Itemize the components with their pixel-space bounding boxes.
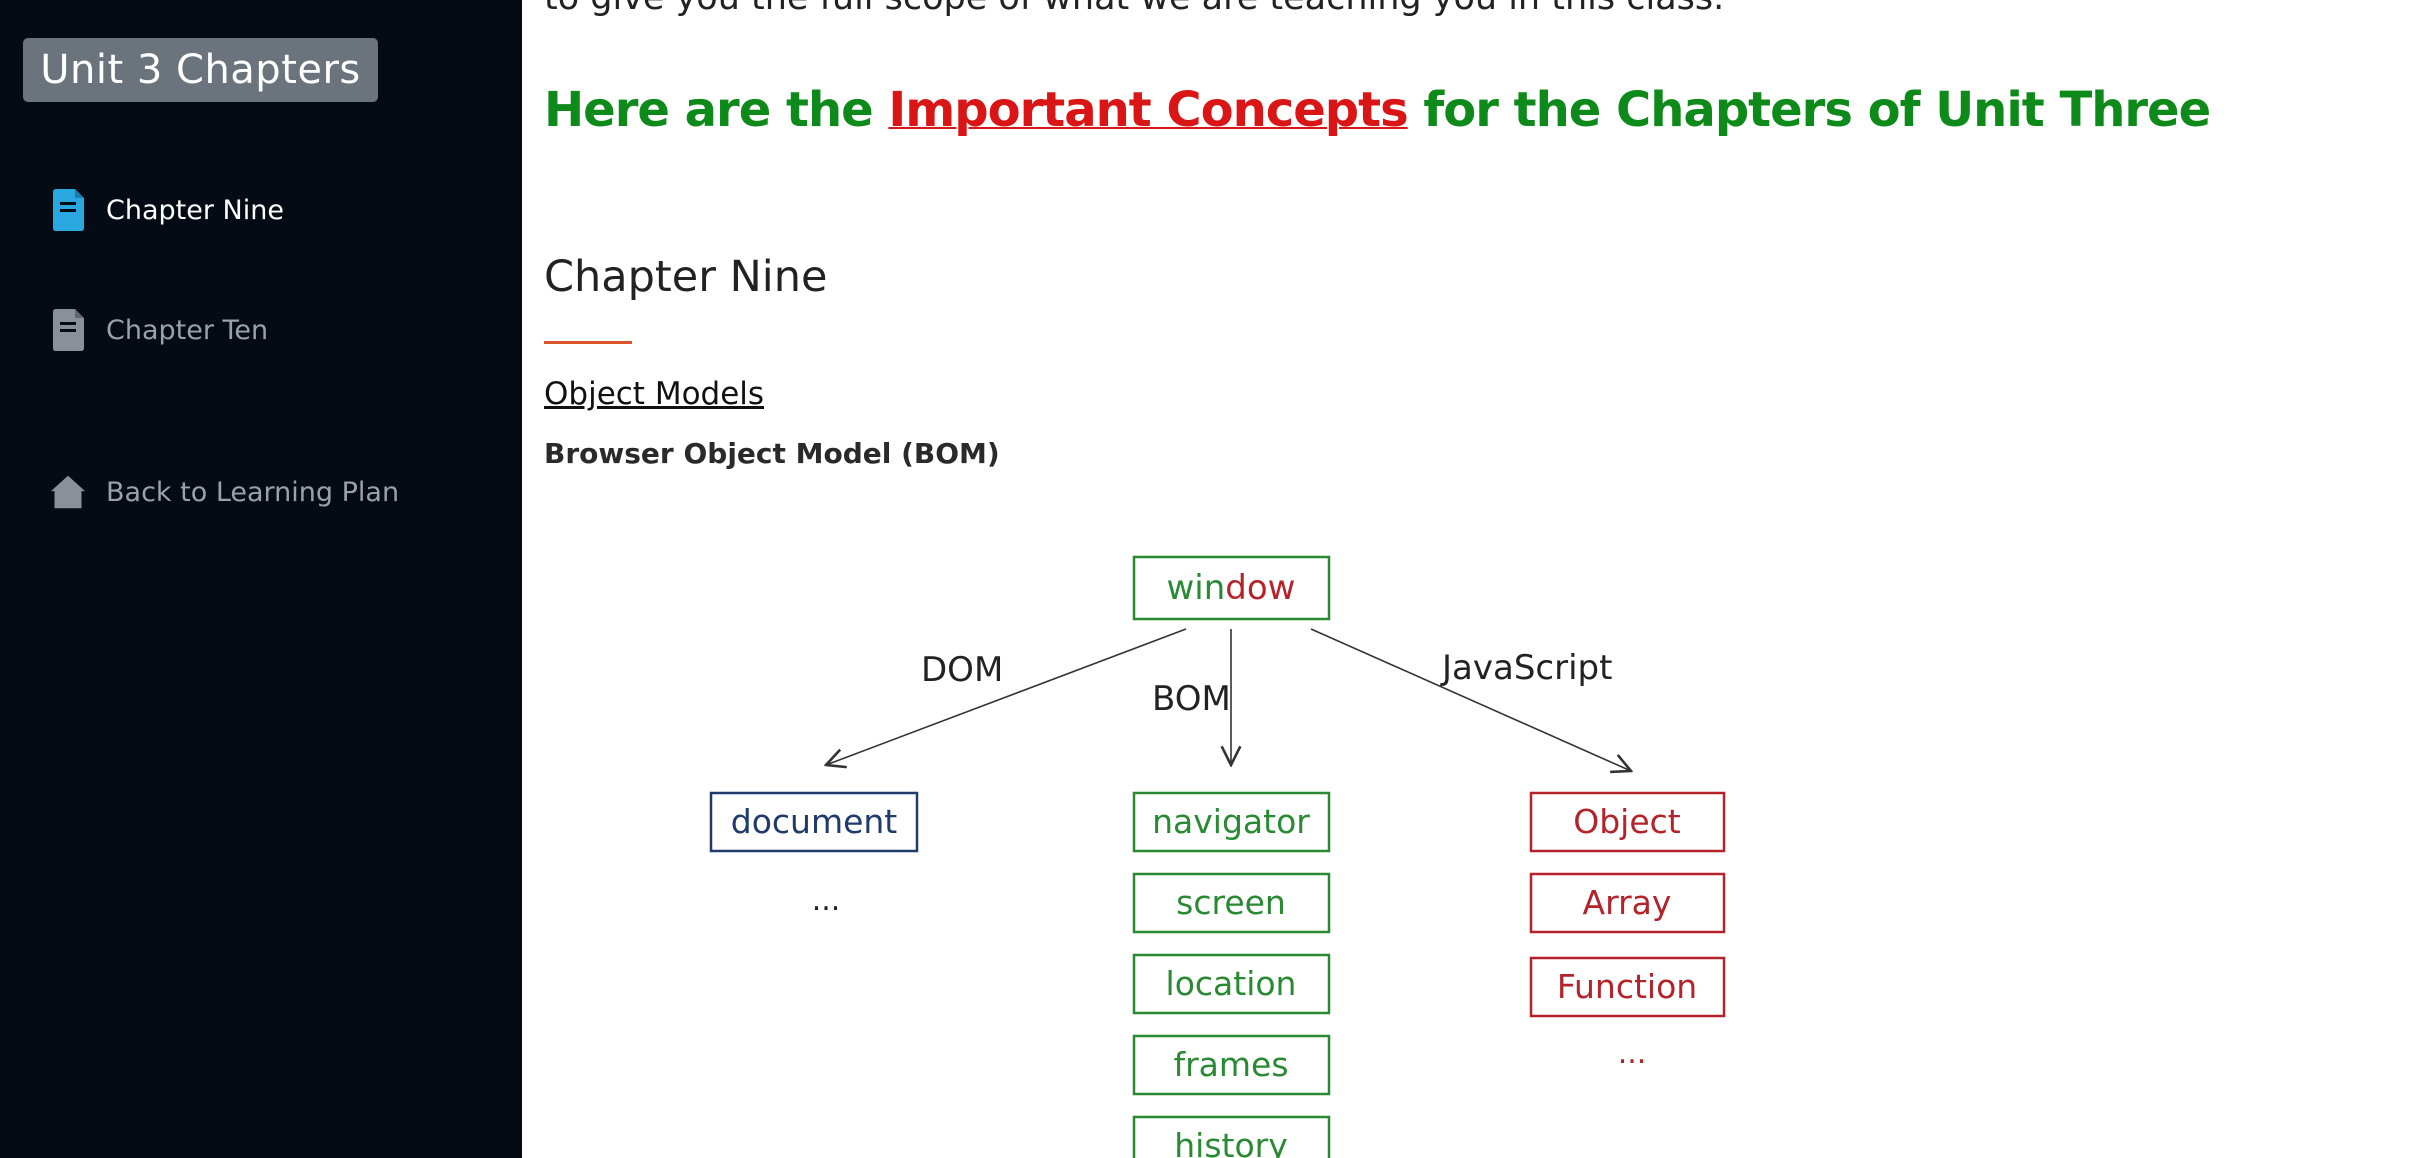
intro-text: to give you the full scope of what we ar… bbox=[544, 0, 1724, 18]
dom-ellipsis: ... bbox=[812, 883, 841, 918]
home-icon bbox=[50, 469, 86, 515]
array-node bbox=[1529, 872, 1726, 934]
javascript-nodes: Object Array Function ... bbox=[1529, 791, 1726, 1071]
bom-nodes: navigator screen location frames history bbox=[1132, 791, 1331, 1158]
window-label-start: win bbox=[1166, 568, 1225, 608]
javascript-branch-label: JavaScript bbox=[1440, 648, 1612, 688]
sidebar-title: Unit 3 Chapters bbox=[23, 38, 378, 102]
subsection-title: Browser Object Model (BOM) bbox=[544, 437, 1000, 470]
screen-node bbox=[1132, 872, 1331, 934]
document-node bbox=[709, 791, 919, 853]
history-node-label: history bbox=[1174, 1126, 1288, 1158]
frames-node-label: frames bbox=[1173, 1045, 1288, 1084]
page-headline: Here are the Important Concepts for the … bbox=[544, 82, 2211, 138]
location-node bbox=[1132, 953, 1331, 1015]
title-underline bbox=[544, 341, 632, 344]
main-content: to give you the full scope of what we ar… bbox=[522, 0, 2430, 1158]
sidebar: Unit 3 Chapters Chapter Nine Chapter Ten bbox=[0, 0, 522, 1158]
javascript-ellipsis: ... bbox=[1618, 1036, 1647, 1071]
frames-node bbox=[1132, 1034, 1331, 1096]
window-label: window bbox=[1166, 568, 1295, 608]
sidebar-item-label: Chapter Ten bbox=[106, 314, 269, 346]
window-label-end: dow bbox=[1225, 568, 1295, 608]
bom-diagram: window DOM BOM JavaScript document ... n… bbox=[709, 555, 1726, 1158]
javascript-arrow bbox=[1310, 628, 1631, 771]
headline-highlight: Important Concepts bbox=[888, 82, 1408, 138]
dom-branch-label: DOM bbox=[921, 650, 1003, 690]
bom-branch-label: BOM bbox=[1152, 679, 1231, 719]
window-node bbox=[1132, 555, 1331, 621]
screen-node-label: screen bbox=[1176, 883, 1286, 922]
sidebar-item-chapter-ten[interactable]: Chapter Ten bbox=[50, 305, 268, 355]
document-node-label: document bbox=[731, 802, 898, 841]
history-node bbox=[1132, 1115, 1331, 1158]
object-models-link[interactable]: Object Models bbox=[544, 376, 765, 412]
document-icon bbox=[50, 187, 86, 233]
sidebar-item-label: Back to Learning Plan bbox=[106, 476, 400, 508]
dom-arrow bbox=[826, 628, 1187, 765]
object-node-label: Object bbox=[1573, 802, 1681, 841]
sidebar-item-chapter-nine[interactable]: Chapter Nine bbox=[50, 185, 284, 235]
sidebar-item-label: Chapter Nine bbox=[106, 194, 284, 226]
navigator-node-label: navigator bbox=[1152, 802, 1310, 841]
object-node bbox=[1529, 791, 1726, 853]
headline-end: for the Chapters of Unit Three bbox=[1407, 82, 2211, 138]
document-icon bbox=[50, 307, 86, 353]
function-node-label: Function bbox=[1557, 967, 1697, 1006]
headline-start: Here are the bbox=[544, 82, 889, 138]
function-node bbox=[1529, 956, 1726, 1018]
location-node-label: location bbox=[1166, 964, 1297, 1003]
navigator-node bbox=[1132, 791, 1331, 853]
array-node-label: Array bbox=[1583, 883, 1672, 922]
chapter-title: Chapter Nine bbox=[544, 252, 828, 302]
sidebar-item-back-to-learning-plan[interactable]: Back to Learning Plan bbox=[50, 467, 399, 517]
